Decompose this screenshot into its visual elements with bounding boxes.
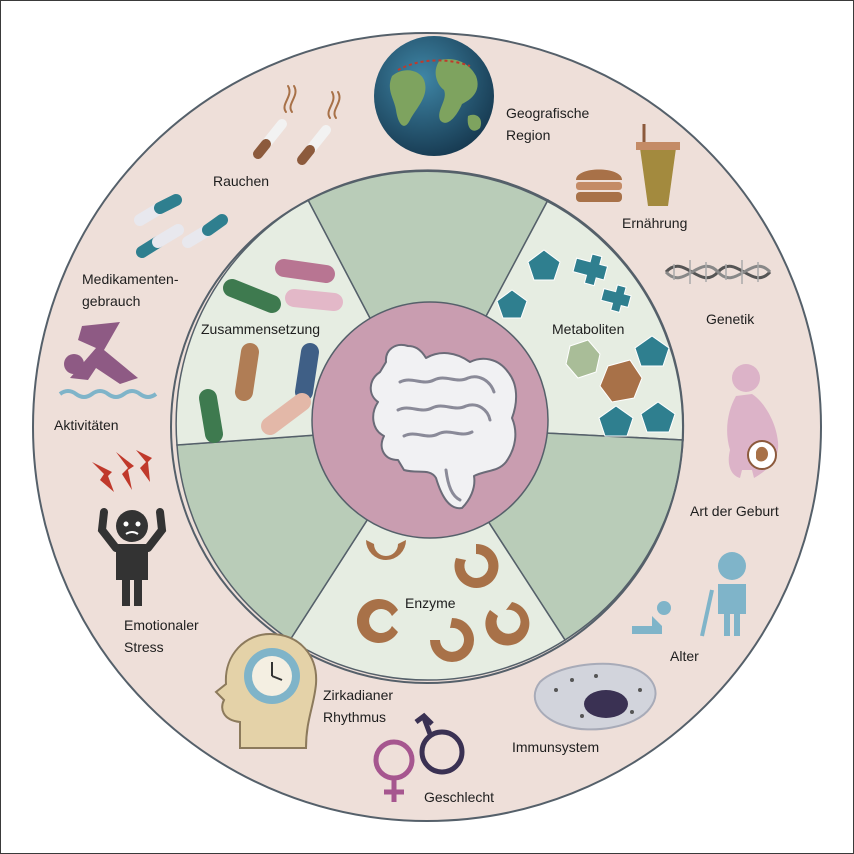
pentagon-icon (640, 401, 676, 433)
globe-icon (374, 36, 494, 156)
enzyme-icon (485, 602, 530, 646)
label-birth-mode: Art der Geburt (690, 503, 779, 519)
label-nutrition: Ernährung (622, 215, 688, 231)
label-age: Alter (670, 648, 699, 664)
bacterium-icon (199, 389, 223, 443)
enzyme-icon (430, 618, 474, 662)
label-sex: Geschlecht (424, 789, 495, 805)
label-emotional-stress: Emotionaler Stress (124, 617, 199, 655)
label-composition: Zusammensetzung (201, 321, 321, 337)
bacterium-icon (261, 393, 311, 435)
enzyme-shapes (356, 540, 530, 662)
label-geographic-region: Geografische Region (506, 105, 590, 143)
hexagon-icon (565, 339, 601, 379)
label-enzymes: Enzyme (405, 595, 456, 611)
intestine-icon (369, 344, 518, 510)
label-medication-use: Medikamenten- gebrauch (82, 271, 179, 309)
bacterium-icon (295, 343, 319, 401)
enzyme-icon (356, 599, 398, 644)
label-immune-system: Immunsystem (512, 739, 600, 755)
stress-person-icon (92, 450, 167, 606)
hexagon-icon (599, 359, 643, 403)
cross-icon (572, 253, 609, 287)
pentagon-icon (598, 405, 634, 437)
bacterium-icon (223, 279, 281, 313)
pentagon-icon (527, 249, 561, 281)
bacterium-icon (235, 343, 259, 401)
swimmer-icon (58, 322, 158, 399)
pentagon-icon (496, 289, 528, 319)
pentagon-icon (634, 335, 670, 367)
age-icon (632, 552, 746, 637)
label-activities: Aktivitäten (54, 417, 119, 433)
label-genetics: Genetik (706, 311, 755, 327)
gender-symbol-icon (373, 712, 465, 802)
dna-icon (664, 260, 772, 284)
pregnant-woman-icon (727, 364, 779, 478)
cigarette-icon (253, 85, 341, 165)
bacterium-icon (275, 259, 335, 283)
label-metabolites: Metaboliten (552, 321, 625, 337)
head-clock-icon (214, 632, 318, 749)
capsule-icon (134, 194, 228, 258)
enzyme-icon (366, 540, 406, 560)
metabolite-shapes (496, 249, 676, 437)
label-smoking: Rauchen (213, 173, 270, 189)
enzyme-icon (454, 543, 499, 588)
bacterium-icon (285, 289, 343, 311)
cross-icon (600, 284, 632, 313)
composition-bacteria (199, 259, 343, 443)
immune-cell-icon (533, 662, 657, 731)
burger-drink-icon (576, 124, 680, 206)
label-circadian-rhythm: Zirkadianer Rhythmus (323, 687, 394, 725)
